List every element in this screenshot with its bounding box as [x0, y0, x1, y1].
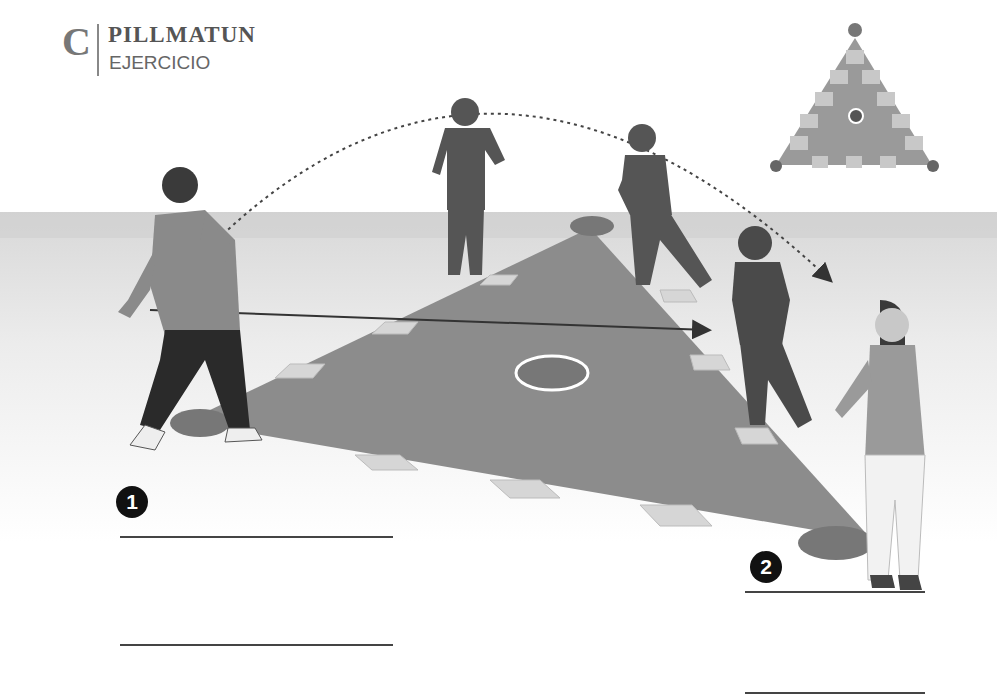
answer-lines	[120, 537, 925, 693]
title: PILLMATUN	[108, 22, 256, 48]
callout-number: 1	[126, 490, 138, 514]
ground-band	[0, 212, 997, 542]
pyramid-icon	[770, 23, 939, 172]
triangle-field	[185, 228, 872, 540]
catcher-figure	[835, 300, 925, 590]
base-circle	[798, 526, 874, 560]
player-silhouette	[618, 124, 712, 288]
thrower-figure	[118, 167, 262, 450]
section-letter: C	[62, 22, 91, 62]
throw-arc	[165, 114, 830, 295]
subtitle: EJERCICIO	[109, 52, 210, 74]
player-silhouette	[732, 226, 812, 428]
callout-disc: 2	[750, 551, 782, 583]
callout-number: 2	[760, 555, 772, 579]
base-circle	[570, 216, 614, 236]
player-silhouette	[432, 98, 505, 275]
header-divider	[97, 24, 99, 76]
horizon	[0, 212, 997, 238]
callout-disc: 1	[116, 486, 148, 518]
marker-squares	[275, 275, 778, 526]
base-circle	[170, 409, 230, 437]
center-circle	[516, 356, 588, 390]
